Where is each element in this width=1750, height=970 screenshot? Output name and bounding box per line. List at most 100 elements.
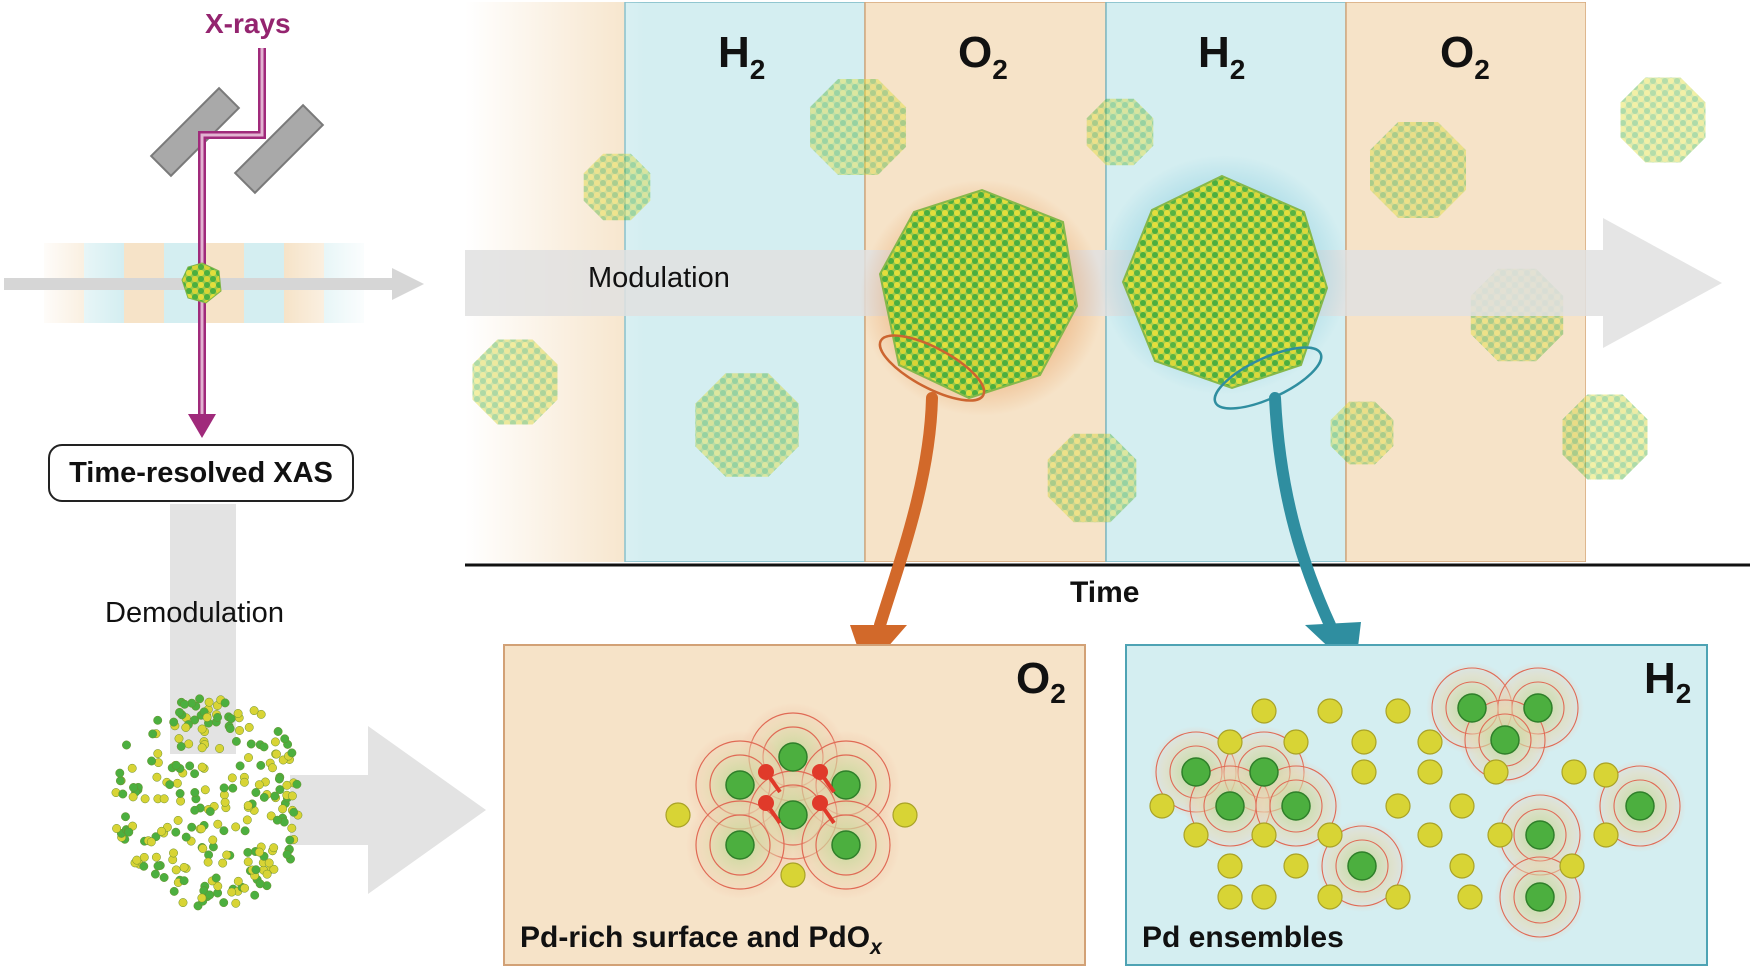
demod-atom [219,783,229,793]
demod-atom [200,785,210,795]
xray-setup [4,48,424,438]
pd-atom [1249,757,1279,787]
demod-atom [269,843,279,853]
demod-atom [203,857,213,867]
pd-ring [815,814,877,876]
demod-atom [150,869,160,879]
demod-atom [268,763,277,773]
demod-atom [222,850,232,860]
au-atom [1487,822,1513,848]
modulation-label: Modulation [588,262,730,294]
demod-atom [204,697,214,707]
demod-atom [179,876,189,886]
o-atom [758,764,774,780]
pd-atom [725,830,755,860]
demod-atom [128,792,138,802]
inset-oxygen-title: O2 [1016,654,1066,709]
au-atom [1593,822,1619,848]
au-atom [1449,853,1475,879]
phase-label-o2-1: O2 [958,28,1008,85]
demod-atom [239,777,249,787]
pd-atom [831,770,861,800]
demod-atom [231,898,241,908]
background-nanoparticle [1562,394,1648,480]
demod-atom [115,768,125,778]
demod-atom [181,723,191,732]
demod-atom [176,742,186,751]
demod-atom [184,739,194,749]
demod-atom [175,789,185,798]
inset-hydrogen-atoms [1149,662,1686,943]
pd-atom [725,770,755,800]
demod-atom [151,852,161,862]
au-atom [1251,698,1277,724]
demod-atom [251,788,261,797]
demod-atom [272,815,282,825]
demod-atom [215,744,225,753]
demod-atom [244,753,253,763]
demod-atom [139,861,149,871]
demod-atom [121,812,130,822]
demod-atom [287,748,297,758]
demod-atom [180,699,190,709]
demod-atom [219,898,229,908]
demod-atom [159,873,169,882]
demod-atom [242,815,252,825]
demod-atom [197,893,207,903]
demod-atom [250,890,260,900]
demod-atom [112,824,122,833]
demod-atom [171,865,181,875]
demod-atom [228,783,238,793]
demod-atom [178,898,188,908]
pd-ring [1513,870,1567,924]
demod-atom [256,709,266,719]
au-atom [1417,759,1443,785]
demod-atom [243,801,253,811]
inset-hydrogen-title: H2 [1644,654,1692,709]
demod-atom [243,857,253,867]
phase-label-h2-2: H2 [1198,28,1246,85]
demod-atom [195,694,205,704]
pd-ring [1335,839,1389,893]
demod-atom [235,761,245,771]
pd-atom [831,830,861,860]
demodulation-label: Demodulation [105,597,284,629]
demod-atom [227,773,237,783]
au-atom [780,862,806,888]
o-atom [812,764,828,780]
au-atom [1217,729,1243,755]
background-nanoparticle [695,373,799,477]
demod-atom [132,855,142,865]
xrays-label: X-rays [205,8,291,39]
demod-atom [246,739,256,749]
pd-ring [1613,779,1667,833]
monochromator-crystals [149,86,325,195]
au-atom [1317,822,1343,848]
demod-atom [211,873,221,883]
demod-atom [220,698,230,708]
au-atom [1417,822,1443,848]
time-label: Time [1070,576,1140,609]
demod-atom [153,749,163,759]
xray-beam-arrowhead [188,414,216,438]
demod-atom [129,783,138,792]
demod-atom [165,780,175,790]
au-atom [1385,884,1411,910]
demod-atom [282,849,292,859]
demod-atom [289,807,299,817]
demod-atom [159,794,169,804]
demod-atom [122,740,131,750]
au-atom [1449,793,1475,819]
demod-atom [275,785,285,795]
pd-ring [709,814,771,876]
inset-hydrogen-caption: Pd ensembles [1142,921,1344,954]
au-atom [892,802,918,828]
demod-atom [208,835,218,845]
background-nanoparticle [583,153,651,221]
pd-atom [1625,791,1655,821]
pd-atom [1525,882,1555,912]
demod-atom [190,769,200,779]
demod-atom [287,791,297,801]
demod-atom [270,791,280,801]
au-atom [1217,853,1243,879]
